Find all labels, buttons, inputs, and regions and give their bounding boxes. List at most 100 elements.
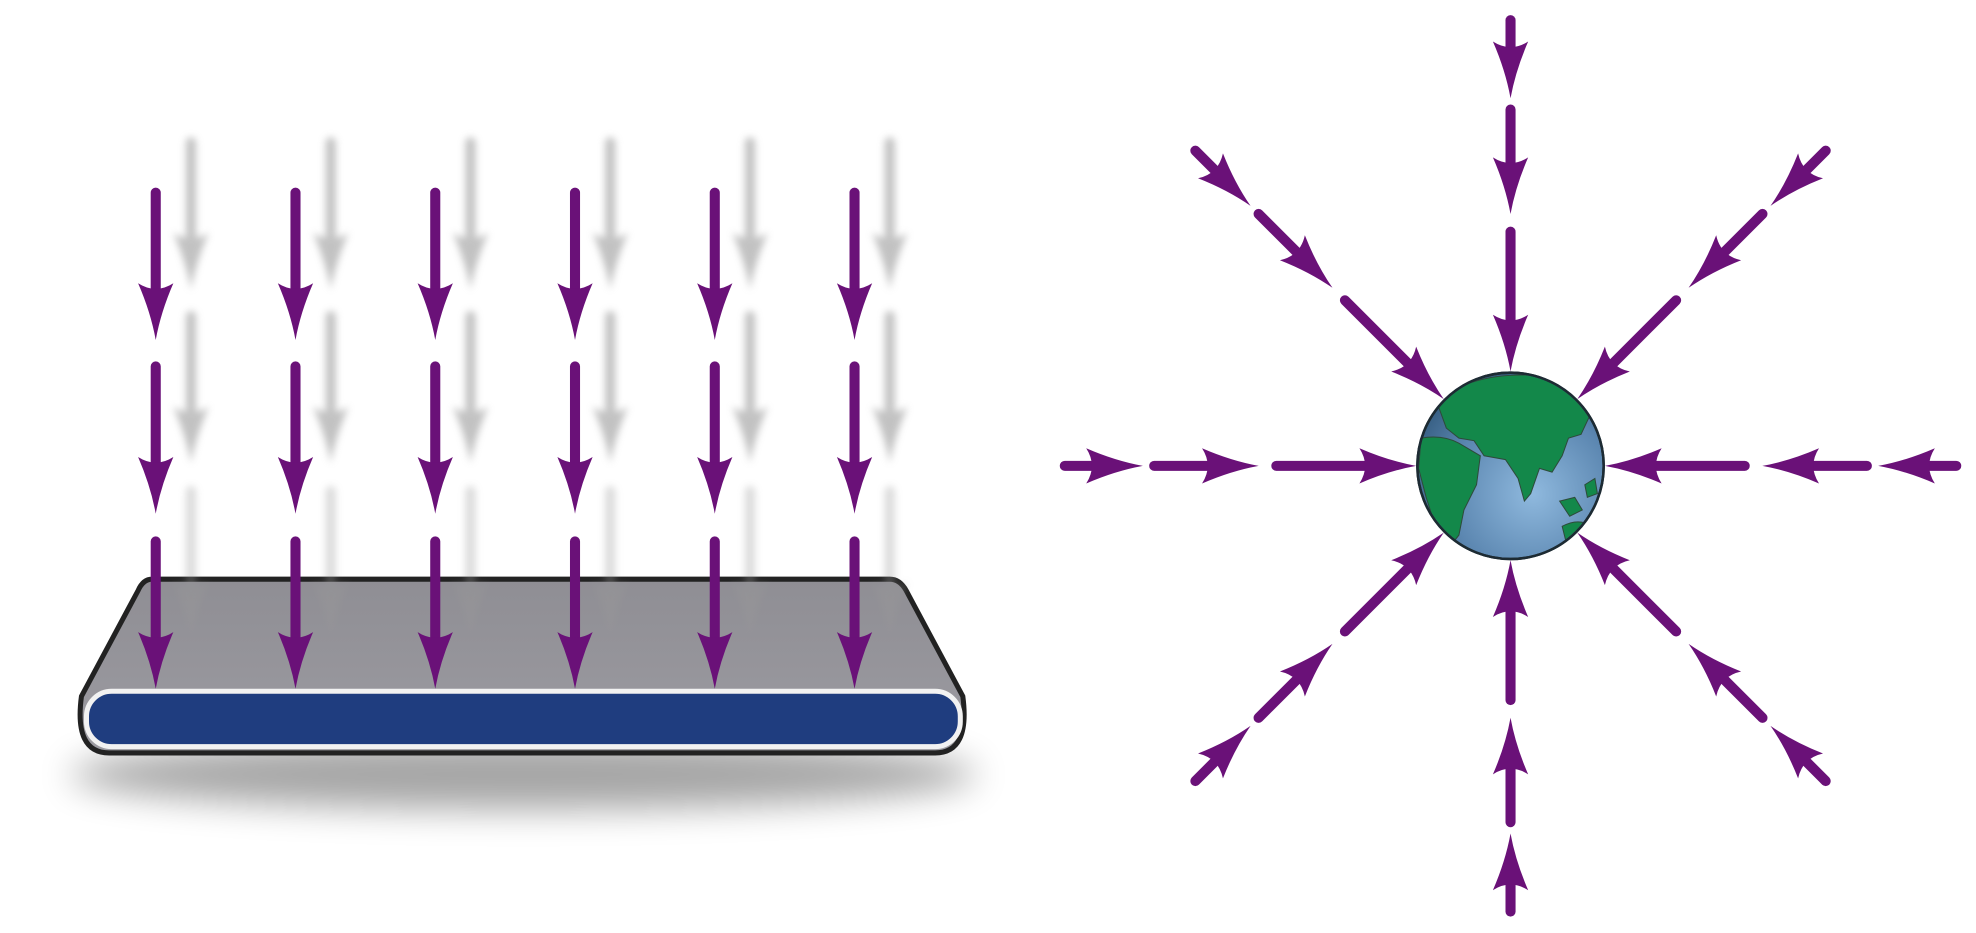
ghost-field-arrow — [452, 137, 489, 290]
radial-field-arrow — [1059, 448, 1143, 484]
ghost-field-arrow — [452, 311, 489, 464]
arrowhead — [313, 232, 349, 290]
arrowhead — [872, 581, 908, 639]
arrowhead — [313, 581, 349, 639]
uniform-field-panel — [70, 137, 977, 810]
radial-field-arrow — [1770, 725, 1831, 787]
arrowhead — [1359, 448, 1417, 484]
arrowhead — [452, 581, 489, 639]
surface-plate — [77, 576, 967, 756]
radial-field-arrow — [1492, 717, 1529, 828]
field-arrow — [417, 361, 453, 514]
radial-field-arrow — [1770, 145, 1831, 206]
arrowhead — [1688, 235, 1742, 288]
field-arrow — [277, 361, 314, 514]
arrowhead — [1279, 643, 1333, 697]
ghost-field-arrow — [872, 486, 908, 639]
field-arrow — [138, 361, 174, 514]
field-arrow — [697, 361, 733, 514]
plate-bar — [83, 688, 963, 750]
arrowhead — [452, 232, 489, 290]
arrowhead — [1492, 833, 1529, 891]
arrowhead — [1770, 153, 1824, 206]
arrow-shaft — [1339, 554, 1423, 637]
field-arrow — [138, 536, 174, 689]
radial-field-arrow — [1492, 15, 1529, 99]
uniform-field-arrows — [138, 187, 873, 689]
arrowhead — [732, 581, 768, 639]
radial-field-arrow — [1253, 643, 1333, 723]
radial-field-arrow — [1604, 448, 1750, 484]
radial-field-arrow — [1577, 295, 1682, 400]
field-arrow — [417, 187, 453, 340]
arrowhead — [592, 406, 628, 464]
arrowhead — [417, 457, 453, 514]
ghost-field-arrow — [173, 311, 209, 464]
radial-field-arrow — [1253, 208, 1333, 288]
arrowhead — [417, 632, 453, 689]
arrowhead — [592, 581, 628, 639]
field-arrow — [836, 536, 873, 689]
field-arrow — [277, 536, 314, 689]
arrowhead — [836, 283, 873, 340]
arrowhead — [697, 283, 733, 340]
arrowhead — [1762, 448, 1820, 484]
arrowhead — [138, 283, 174, 340]
radial-field-arrow — [1878, 448, 1962, 484]
arrowhead — [1492, 41, 1529, 99]
radial-field-arrows — [1059, 15, 1962, 917]
ghost-field-arrow — [592, 137, 628, 290]
field-arrow — [557, 187, 593, 340]
earth-globe — [1416, 371, 1605, 561]
arrowhead — [872, 232, 908, 290]
field-arrow — [417, 536, 453, 689]
arrowhead — [138, 632, 174, 689]
arrowhead — [1086, 448, 1143, 484]
radial-field-arrow — [1577, 532, 1682, 637]
arrowhead — [836, 632, 873, 689]
radial-field-panel — [1059, 15, 1962, 917]
arrowhead — [173, 581, 209, 639]
arrowhead — [1770, 725, 1824, 779]
field-arrow — [557, 361, 593, 514]
radial-field-arrow — [1190, 145, 1251, 206]
arrowhead — [836, 457, 873, 514]
field-arrow — [697, 187, 733, 340]
ghost-field-arrow — [732, 137, 768, 290]
arrowhead — [277, 632, 314, 689]
ghost-field-arrow — [313, 311, 349, 464]
radial-field-arrow — [1492, 560, 1529, 706]
arrowhead — [1198, 153, 1251, 206]
ghost-field-arrow — [592, 311, 628, 464]
arrowhead — [1577, 346, 1630, 400]
arrowhead — [697, 632, 733, 689]
field-arrow — [138, 187, 174, 340]
field-arrow — [836, 361, 873, 514]
arrowhead — [1577, 532, 1630, 586]
arrowhead — [1688, 643, 1742, 697]
ghost-field-arrow — [173, 137, 209, 290]
arrowhead — [1198, 725, 1251, 779]
radial-field-arrow — [1492, 226, 1529, 372]
arrowhead — [697, 457, 733, 514]
ghost-field-arrow — [872, 137, 908, 290]
arrowhead — [732, 232, 768, 290]
ghost-field-arrow — [592, 486, 628, 639]
arrowhead — [1279, 235, 1333, 288]
arrowhead — [1604, 448, 1662, 484]
field-arrow — [557, 536, 593, 689]
arrowhead — [277, 457, 314, 514]
arrowhead — [557, 283, 593, 340]
continent-indonesia — [1558, 477, 1598, 517]
plate-shadow — [70, 739, 977, 810]
ghost-field-arrow — [313, 137, 349, 290]
radial-field-arrow — [1339, 295, 1444, 400]
arrowhead — [277, 283, 314, 340]
radial-field-arrow — [1149, 448, 1259, 484]
radial-field-arrow — [1190, 725, 1251, 787]
arrowhead — [452, 406, 489, 464]
radial-field-arrow — [1339, 532, 1444, 637]
arrowhead — [1492, 157, 1529, 215]
ghost-field-arrow — [173, 486, 209, 639]
